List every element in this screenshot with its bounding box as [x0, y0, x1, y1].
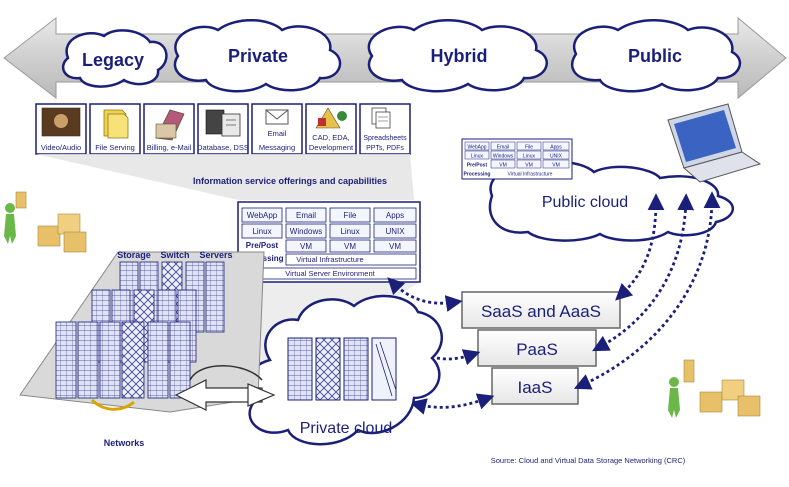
app-label: File Serving — [95, 143, 135, 152]
mini-cell: Linux — [523, 154, 535, 160]
prepost-label: Pre/Post — [246, 241, 279, 250]
mini-cell: Linux — [471, 154, 483, 160]
servers-label: Servers — [199, 250, 232, 260]
mini-prepost: Pre/Post — [467, 163, 488, 169]
public-cloud-shape: Public — [570, 19, 742, 93]
iaas-label: IaaS — [518, 378, 553, 397]
info-caption: Information service offerings and capabi… — [193, 176, 387, 186]
app-label: Billing, e-Mail — [147, 143, 192, 152]
file-icon — [103, 109, 129, 139]
mini-virtual-infra: Virtual Infrastructure — [508, 172, 553, 178]
public-label: Public — [628, 46, 682, 66]
app-icon-strip: Video/Audio File Serving Billing, e-Mail — [35, 103, 411, 155]
vm-cell: VM — [389, 242, 401, 251]
spreadsheet-icon — [371, 107, 391, 129]
source-caption: Source: Cloud and Virtual Data Storage N… — [491, 456, 686, 465]
legacy-label: Legacy — [82, 50, 144, 70]
virtual-infrastructure-label: Virtual Infrastructure — [296, 255, 363, 264]
mini-cell: UNIX — [550, 154, 563, 160]
mini-cell: Windows — [493, 154, 514, 160]
mini-vm-grid: WebApp Email File Apps Linux Windows Lin… — [461, 138, 573, 180]
virtual-server-environment-label: Virtual Server Environment — [285, 269, 375, 278]
vm-grid: WebApp Email File Apps Linux Windows Lin… — [237, 201, 421, 283]
app-label: Database, DSS — [197, 143, 249, 152]
private-cloud-label: Private cloud — [300, 420, 393, 437]
app-email-messaging: Email Messaging — [251, 103, 303, 155]
mini-cell: VM — [552, 163, 560, 169]
mini-cell: VM — [499, 163, 507, 169]
switch-label: Switch — [160, 250, 189, 260]
hybrid-label: Hybrid — [430, 46, 487, 66]
public-cloud-label: Public cloud — [542, 194, 628, 211]
app-billing-email: Billing, e-Mail — [143, 103, 195, 155]
database-icon — [205, 109, 241, 137]
app-file-serving: File Serving — [89, 103, 141, 155]
mini-cell: File — [525, 145, 533, 151]
mini-processing: Processing — [464, 172, 491, 178]
saas-label: SaaS and AaaS — [481, 302, 601, 321]
email-icon — [265, 109, 289, 125]
app-spreadsheets: Spreadsheets PPTs, PDFs — [359, 103, 411, 155]
person-icon-right — [668, 359, 761, 418]
arrow-private-iaas — [409, 393, 495, 415]
app-label: Spreadsheets — [363, 135, 407, 142]
app-label-2: Messaging — [259, 143, 295, 152]
app-label-2: Development — [309, 143, 354, 152]
hybrid-cloud-shape: Hybrid — [367, 19, 548, 93]
vm-cell: Linux — [340, 227, 359, 236]
app-label: Email — [268, 129, 287, 138]
private-cloud-label-shape: Private — [173, 19, 342, 93]
laptop-icon — [667, 103, 762, 183]
private-racks — [287, 337, 397, 401]
private-label: Private — [228, 46, 288, 66]
vm-cell: Apps — [386, 211, 404, 220]
mini-cell: WebApp — [467, 145, 486, 151]
iaas-box — [491, 367, 579, 405]
paas-label: PaaS — [516, 340, 558, 359]
billing-icon — [155, 109, 185, 141]
projection-wedge-top — [36, 154, 414, 200]
vm-cell: Windows — [290, 227, 322, 236]
legacy-cloud: Legacy — [61, 29, 168, 88]
vm-cell: VM — [300, 242, 312, 251]
app-database-dss: Database, DSS — [197, 103, 249, 155]
mini-cell: Apps — [550, 145, 562, 151]
app-label: CAD, EDA, — [312, 133, 350, 142]
network-link — [174, 365, 276, 411]
service-stack: SaaS and AaaS PaaS IaaS — [461, 291, 621, 405]
cad-icon — [315, 107, 347, 129]
arrow-vm-saas — [387, 277, 463, 312]
connection-arrows — [387, 191, 721, 415]
mini-cell: VM — [525, 163, 533, 169]
vm-cell: WebApp — [247, 211, 278, 220]
datacenter: Storage Switch Servers Networks — [19, 250, 265, 448]
app-video-audio: Video/Audio — [35, 103, 87, 155]
app-label: Video/Audio — [41, 143, 81, 152]
private-cloud: Private cloud — [243, 294, 443, 446]
mini-cell: Email — [497, 145, 510, 151]
app-cad-eda: CAD, EDA, Development — [305, 103, 357, 155]
arrow-iaas-public — [573, 191, 721, 390]
vm-cell: VM — [344, 242, 356, 251]
storage-label: Storage — [117, 250, 151, 260]
vm-cell: File — [344, 211, 357, 220]
app-label-2: PPTs, PDFs — [366, 145, 404, 152]
vm-cell: Linux — [252, 227, 271, 236]
vm-cell: Email — [296, 211, 316, 220]
person-icon-left — [4, 191, 87, 253]
vm-cell: UNIX — [385, 227, 405, 236]
networks-label: Networks — [104, 438, 145, 448]
